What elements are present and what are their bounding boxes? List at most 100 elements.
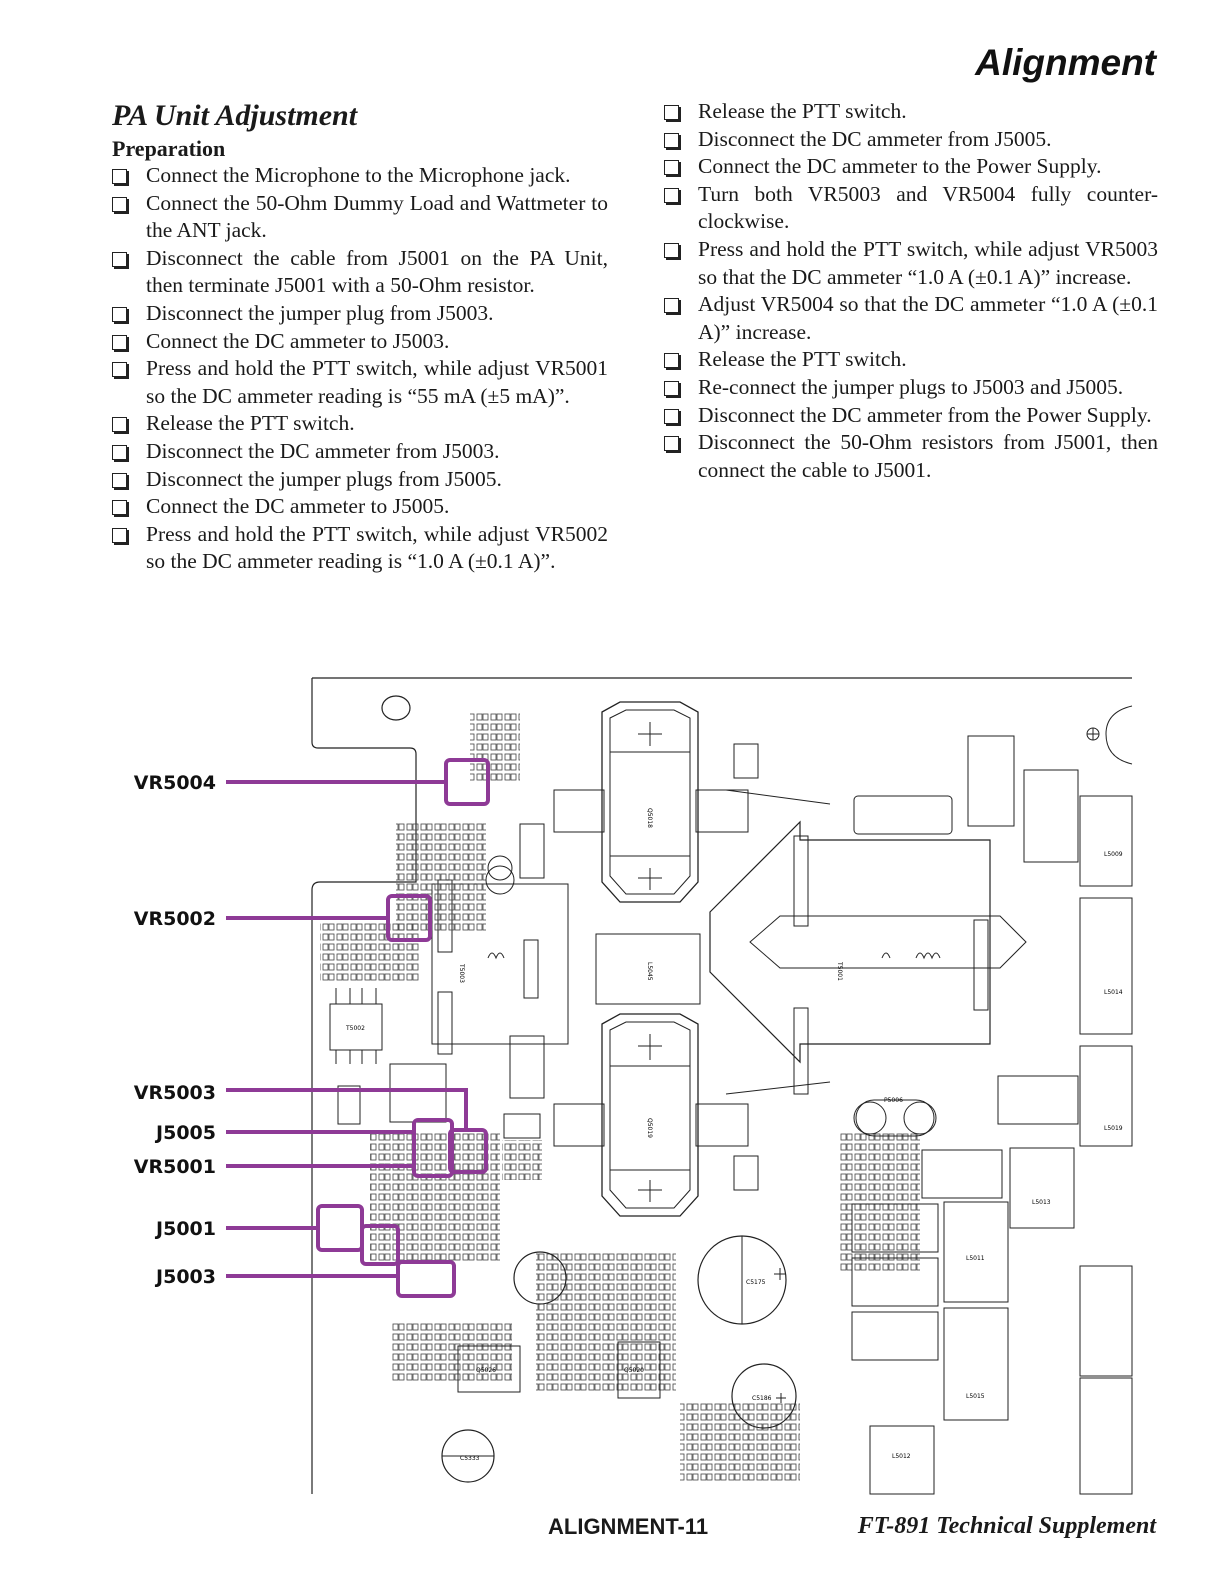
checkbox-icon: [664, 436, 679, 452]
steps-list-right: Release the PTT switch. Disconnect the DC…: [664, 98, 1158, 484]
steps-list-left: Connect the Microphone to the Microphone…: [112, 162, 608, 576]
step-item: Disconnect the cable from J5001 on the P…: [112, 245, 608, 300]
preparation-heading: Preparation: [112, 136, 226, 161]
step-item: Press and hold the PTT switch, while adj…: [112, 521, 608, 576]
svg-text:L5009: L5009: [1104, 851, 1123, 858]
checkbox-icon: [664, 408, 679, 424]
step-text: Press and hold the PTT switch, while adj…: [146, 521, 608, 574]
vr5002-label: VR5002: [134, 908, 216, 930]
step-item: Press and hold the PTT switch, while adj…: [664, 236, 1158, 291]
step-item: Connect the Microphone to the Microphone…: [112, 162, 608, 190]
step-item: Disconnect the jumper plugs from J5005.: [112, 466, 608, 494]
document-title: FT-891 Technical Supplement: [857, 1513, 1156, 1539]
step-item: Re-connect the jumper plugs to J5003 and…: [664, 374, 1158, 402]
step-item: Connect the DC ammeter to J5003.: [112, 328, 608, 356]
j5003-highlight: [396, 1260, 456, 1298]
checkbox-icon: [112, 334, 127, 350]
c5186-capacitor: C5186: [731, 1363, 797, 1429]
p5006-connector: P5006: [853, 1097, 937, 1137]
checkbox-icon: [112, 196, 127, 212]
checkbox-icon: [112, 444, 127, 460]
j5005-label: J5005: [154, 1122, 216, 1144]
step-item: Disconnect the jumper plug from J5003.: [112, 300, 608, 328]
checkbox-icon: [112, 527, 127, 543]
svg-text:C5333: C5333: [460, 1455, 480, 1462]
step-text: Disconnect the 50-Ohm resistors from J50…: [698, 430, 1158, 482]
step-item: Connect the 50-Ohm Dummy Load and Wattme…: [112, 190, 608, 245]
svg-text:C5175: C5175: [746, 1279, 766, 1286]
checkbox-icon: [112, 472, 127, 488]
vr5004-highlight: [444, 758, 490, 806]
right-inductors: L5009 L5014 L5019 L5013 L5011 L5015 L501…: [869, 795, 1133, 1495]
checkbox-icon: [664, 160, 679, 176]
step-text: Disconnect the cable from J5001 on the P…: [146, 245, 608, 298]
checkbox-icon: [112, 306, 127, 322]
t5001-transformer: T5001: [709, 789, 1027, 1095]
j5005-highlight: [412, 1118, 454, 1178]
svg-text:Q5026: Q5026: [476, 1367, 496, 1374]
vr5001-highlight: [360, 1224, 400, 1266]
checkbox-icon: [112, 417, 127, 433]
step-text: Disconnect the jumper plug from J5003.: [146, 300, 494, 325]
checkbox-icon: [112, 169, 127, 184]
step-text: Disconnect the DC ammeter from the Power…: [698, 402, 1152, 427]
checkbox-icon: [664, 353, 679, 369]
svg-text:T5003: T5003: [458, 963, 465, 983]
l5045-inductor: [595, 933, 701, 1005]
checkbox-icon: [664, 187, 679, 203]
callout-lines: [226, 758, 490, 1298]
step-item: Press and hold the PTT switch, while adj…: [112, 355, 608, 410]
checkbox-icon: [112, 500, 127, 516]
step-text: Disconnect the DC ammeter from J5005.: [698, 126, 1052, 151]
step-text: Press and hold the PTT switch, while adj…: [698, 236, 1158, 289]
step-text: Adjust VR5004 so that the DC ammeter “1.…: [698, 292, 1158, 344]
c5333-capacitor: C5333: [441, 1429, 495, 1483]
svg-text:L5013: L5013: [1032, 1199, 1051, 1206]
q5026-transistor: [457, 1345, 521, 1393]
step-item: Connect the DC ammeter to the Power Supp…: [664, 153, 1158, 181]
left-column: PA Unit Adjustment Preparation Connect t…: [112, 98, 608, 576]
step-item: Disconnect the DC ammeter from the Power…: [664, 402, 1158, 430]
callout-labels: VR5004 VR5002 VR5003 J5005 VR5001 J5001 …: [134, 772, 216, 1288]
checkbox-icon: [112, 251, 127, 267]
c5175-capacitor: C5175: [697, 1235, 787, 1325]
svg-text:L5015: L5015: [966, 1393, 985, 1400]
page-number: ALIGNMENT-11: [548, 1514, 709, 1539]
j5003-label: J5003: [154, 1266, 216, 1288]
svg-text:Q5019: Q5019: [646, 1118, 653, 1138]
svg-text:L5014: L5014: [1104, 989, 1123, 996]
vr5002-highlight: [386, 894, 432, 942]
pa-unit-pcb-diagram: Q5018 Q5019 L5045 T5001 T5003 T5002: [134, 677, 1133, 1495]
svg-text:L5045: L5045: [646, 962, 653, 981]
step-text: Disconnect the jumper plugs from J5005.: [146, 466, 502, 491]
step-text: Connect the DC ammeter to the Power Supp…: [698, 154, 1102, 179]
svg-text:T5001: T5001: [836, 961, 843, 981]
svg-text:Q5020: Q5020: [624, 1367, 644, 1374]
page-title: Alignment: [975, 42, 1156, 83]
step-text: Release the PTT switch.: [146, 411, 355, 436]
checkbox-icon: [664, 380, 679, 396]
section-title: PA Unit Adjustment: [112, 99, 358, 132]
svg-text:T5002: T5002: [345, 1025, 365, 1032]
svg-text:L5011: L5011: [966, 1255, 985, 1262]
q5019-transistor: Q5019: [553, 1013, 749, 1217]
step-text: Release the PTT switch.: [698, 99, 907, 123]
step-item: Disconnect the DC ammeter from J5003.: [112, 438, 608, 466]
step-text: Press and hold the PTT switch, while adj…: [146, 356, 608, 408]
step-text: Connect the DC ammeter to J5005.: [146, 494, 450, 519]
t5002-transformer: T5002: [329, 988, 383, 1064]
checkbox-icon: [664, 298, 679, 314]
svg-text:L5019: L5019: [1104, 1125, 1123, 1132]
step-text: Disconnect the DC ammeter from J5003.: [146, 438, 500, 463]
step-text: Connect the Microphone to the Microphone…: [146, 163, 571, 187]
step-item: Release the PTT switch.: [112, 410, 608, 438]
relay-blocks: [337, 735, 1079, 1361]
step-item: Connect the DC ammeter to J5005.: [112, 493, 608, 521]
vr5001-label: VR5001: [134, 1156, 216, 1178]
q5018-transistor: Q5018: [553, 701, 749, 903]
step-item: Disconnect the DC ammeter from J5005.: [664, 126, 1158, 154]
step-text: Connect the DC ammeter to J5003.: [146, 328, 450, 353]
svg-text:L5012: L5012: [892, 1453, 911, 1460]
step-item: Release the PTT switch.: [664, 98, 1158, 126]
step-text: Connect the 50-Ohm Dummy Load and Wattme…: [146, 190, 608, 243]
